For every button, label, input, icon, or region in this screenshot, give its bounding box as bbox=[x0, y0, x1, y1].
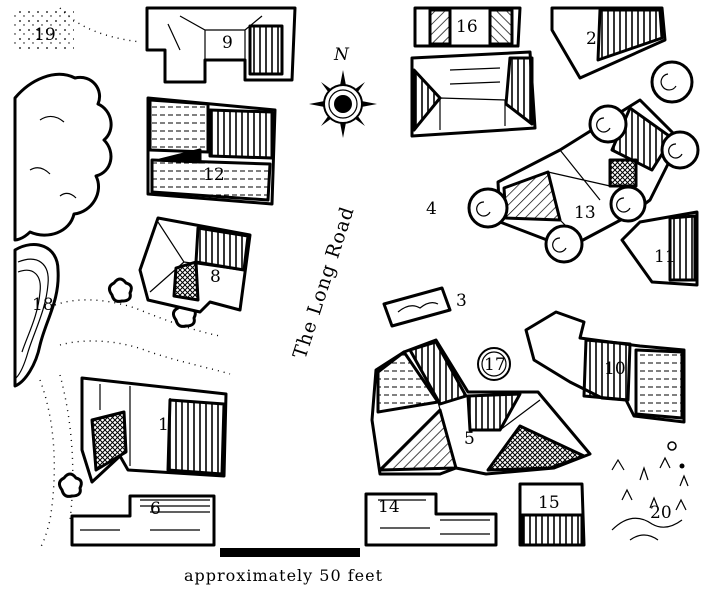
building-5 bbox=[370, 338, 592, 476]
location-16: 16 bbox=[456, 17, 478, 37]
location-3: 3 bbox=[456, 291, 467, 311]
building-16 bbox=[413, 6, 522, 48]
building-11 bbox=[620, 210, 699, 287]
location-18: 18 bbox=[32, 295, 54, 315]
location-17: 17 bbox=[484, 355, 506, 375]
scale-label: approximately 50 feet bbox=[184, 566, 383, 585]
compass-north-label: N bbox=[333, 45, 350, 65]
woods bbox=[13, 72, 113, 242]
building-9 bbox=[145, 6, 297, 84]
location-12: 12 bbox=[203, 165, 225, 185]
building-15 bbox=[518, 482, 586, 547]
location-9: 9 bbox=[222, 33, 233, 53]
location-14: 14 bbox=[378, 497, 400, 517]
location-10: 10 bbox=[604, 359, 626, 379]
location-13: 13 bbox=[574, 203, 596, 223]
location-19: 19 bbox=[34, 25, 56, 45]
location-4: 4 bbox=[426, 199, 437, 219]
castle-13 bbox=[467, 60, 700, 264]
building-12 bbox=[146, 96, 277, 206]
location-5: 5 bbox=[464, 429, 475, 449]
road-label: The Long Road bbox=[289, 204, 359, 362]
location-6: 6 bbox=[150, 499, 161, 519]
marker-17 bbox=[477, 347, 511, 381]
building-10 bbox=[524, 310, 686, 424]
scale-bar bbox=[220, 548, 360, 557]
location-15: 15 bbox=[538, 493, 560, 513]
building-8 bbox=[138, 216, 252, 314]
building-7 bbox=[410, 50, 537, 138]
footpaths bbox=[39, 7, 231, 549]
compass-rose bbox=[309, 70, 377, 138]
well-3 bbox=[382, 286, 452, 328]
castle-towers bbox=[467, 60, 700, 264]
location-1: 1 bbox=[158, 415, 169, 435]
location-20: 20 bbox=[650, 503, 672, 523]
area-19-ground bbox=[14, 10, 74, 50]
location-11: 11 bbox=[654, 247, 676, 267]
scrub-20 bbox=[611, 441, 689, 541]
building-2 bbox=[550, 6, 667, 80]
building-6 bbox=[70, 494, 216, 547]
building-1 bbox=[80, 376, 228, 484]
building-14 bbox=[364, 492, 498, 547]
pond bbox=[13, 243, 60, 388]
location-8: 8 bbox=[210, 267, 221, 287]
location-2: 2 bbox=[586, 29, 597, 49]
